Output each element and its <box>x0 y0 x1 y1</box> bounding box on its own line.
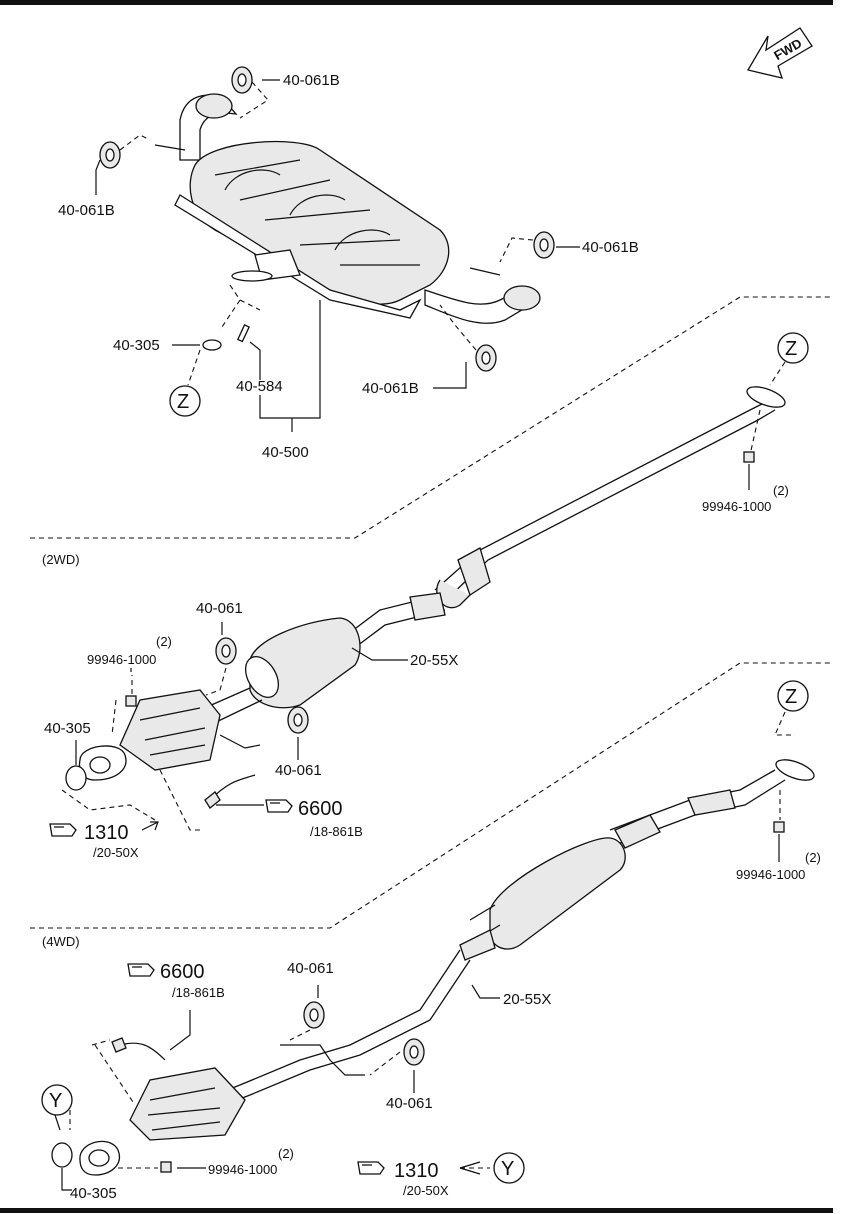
two-wd-hanger-bottom-icon <box>287 706 309 734</box>
four-wd-ref-y-left: Y <box>41 1084 73 1116</box>
four-wd-ref-y-right: Y <box>493 1152 525 1184</box>
rear-muffler-drawing <box>154 93 541 324</box>
four-wd-hanger-bottom-label: 40-061 <box>386 1095 433 1112</box>
rear-gasket-label: 40-305 <box>113 337 160 354</box>
section-4wd-label: (4WD) <box>42 934 80 949</box>
two-wd-pipe-label: 20-55X <box>410 652 458 669</box>
four-wd-front-nut-qty: (2) <box>805 850 821 865</box>
four-wd-nut-qty: (2) <box>278 1146 294 1161</box>
mid-nut-qty: (2) <box>773 483 789 498</box>
two-wd-hanger-bottom-label: 40-061 <box>275 762 322 779</box>
rear-muffler-label: 40-500 <box>262 444 309 461</box>
four-wd-pipe-label: 20-55X <box>503 991 551 1008</box>
hand-pointer-icon <box>357 1161 385 1175</box>
four-wd-hanger-top-label: 40-061 <box>287 960 334 977</box>
two-wd-gasket-label: 40-305 <box>44 720 91 737</box>
two-wd-nut-qty: (2) <box>156 634 172 649</box>
svg-text:1310: 1310 <box>84 822 129 844</box>
hand-pointer-icon <box>265 799 293 813</box>
rear-gasket-icon <box>202 339 222 351</box>
svg-text:/18-861B: /18-861B <box>310 824 363 839</box>
svg-text:Z: Z <box>177 391 189 413</box>
svg-text:1310: 1310 <box>394 1160 439 1182</box>
svg-text:/20-50X: /20-50X <box>403 1183 449 1198</box>
four-wd-ref-6600[interactable]: 6600 /18-861B <box>127 961 225 1000</box>
rear-stud-icon <box>236 324 250 343</box>
section-2wd-label: (2WD) <box>42 552 80 567</box>
rear-hanger-r-icon <box>533 231 555 259</box>
fwd-arrow-icon: FWD <box>746 27 813 79</box>
two-wd-hanger-top-label: 40-061 <box>196 600 243 617</box>
four-wd-front-nut-icon <box>773 821 785 833</box>
mid-nut-label: 99946-1000 <box>702 499 771 514</box>
four-wd-nut-label: 99946-1000 <box>208 1162 277 1177</box>
rear-hanger-l-label: 40-061B <box>58 202 115 219</box>
svg-text:/20-50X: /20-50X <box>93 845 139 860</box>
rear-hanger-b-icon <box>475 344 497 372</box>
four-wd-nut-icon <box>160 1161 172 1173</box>
hand-pointer-icon <box>127 963 155 977</box>
four-wd-ref-z: Z <box>777 680 809 712</box>
four-wd-hanger-top-icon <box>303 1001 325 1029</box>
two-wd-gasket-icon <box>65 765 87 791</box>
two-wd-ref-1310[interactable]: 1310 /20-50X <box>49 821 159 860</box>
rear-hanger-tl-label: 40-061B <box>283 72 340 89</box>
rear-stud-label: 40-584 <box>236 378 283 395</box>
bottom-border <box>0 1208 833 1213</box>
mid-pipe-drawing <box>434 386 786 609</box>
four-wd-gasket-icon <box>51 1142 73 1168</box>
mid-nut-icon <box>743 451 755 463</box>
rear-ref-z: Z <box>169 385 201 417</box>
rear-hanger-b-label: 40-061B <box>362 380 419 397</box>
svg-text:Z: Z <box>785 338 797 360</box>
rear-hanger-tl-icon <box>231 66 253 94</box>
two-wd-hanger-top-icon <box>215 637 237 665</box>
svg-text:Z: Z <box>785 686 797 708</box>
two-wd-nut-label: 99946-1000 <box>87 652 156 667</box>
rear-hanger-r-label: 40-061B <box>582 239 639 256</box>
rear-hanger-l-icon <box>99 141 121 169</box>
four-wd-pipe-drawing <box>79 759 815 1176</box>
top-border <box>0 0 833 5</box>
svg-text:Y: Y <box>501 1158 514 1180</box>
two-wd-pipe-drawing <box>78 592 446 809</box>
arrow-icon <box>141 821 159 831</box>
four-wd-front-nut-label: 99946-1000 <box>736 867 805 882</box>
svg-text:6600: 6600 <box>298 798 343 820</box>
svg-text:6600: 6600 <box>160 961 205 983</box>
svg-text:/18-861B: /18-861B <box>172 985 225 1000</box>
four-wd-hanger-bottom-icon <box>403 1038 425 1066</box>
mid-ref-z: Z <box>777 332 809 364</box>
four-wd-gasket-label: 40-305 <box>70 1185 117 1202</box>
two-wd-ref-6600[interactable]: 6600 /18-861B <box>265 798 363 839</box>
two-wd-nut-icon <box>125 695 137 707</box>
svg-text:Y: Y <box>49 1090 62 1112</box>
hand-pointer-icon <box>49 823 77 837</box>
four-wd-ref-1310[interactable]: 1310 /20-50X <box>357 1160 449 1198</box>
